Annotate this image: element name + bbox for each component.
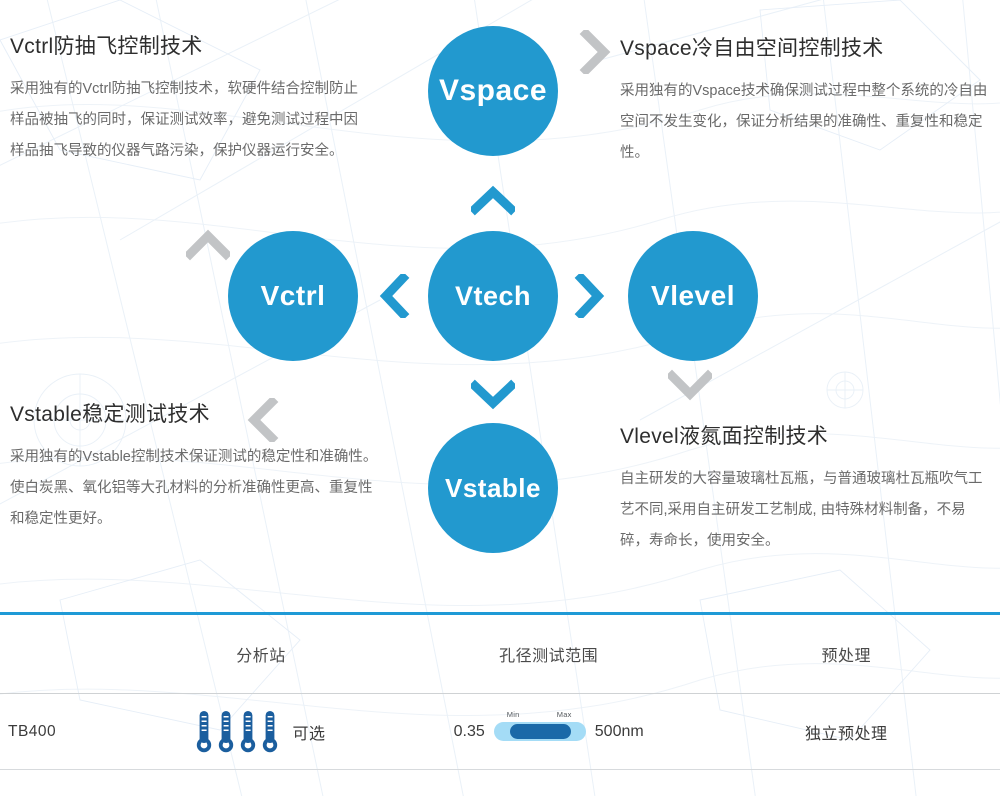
header-label-pretreatment: 预处理	[821, 648, 872, 665]
header-cell-range: 孔径测试范围	[405, 642, 693, 666]
node-circle-vlevel[interactable]: Vlevel	[628, 231, 758, 361]
table-header-row: 分析站 孔径测试范围 预处理	[0, 615, 1000, 693]
header-label-station: 分析站	[236, 648, 286, 665]
range-max-value: 500nm	[594, 722, 644, 740]
header-cell-pretreatment: 预处理	[693, 642, 1000, 666]
specification-table: 分析站 孔径测试范围 预处理 TB400	[0, 612, 1000, 770]
thermometer-icon-group	[196, 709, 278, 754]
cell-pretreatment: 独立预处理	[693, 720, 1000, 744]
cell-model: TB400	[0, 723, 117, 741]
feature-title-vstable: Vstable稳定测试技术	[10, 403, 210, 426]
feature-title-vctrl: Vctrl防抽飞控制技术	[10, 35, 203, 58]
header-cell-station: 分析站	[117, 642, 405, 666]
node-label-vtech: Vtech	[454, 280, 532, 311]
thermometer-icon	[219, 711, 234, 753]
cell-range: 0.35 Min Max 500nm	[405, 710, 693, 741]
technology-diagram: Vctrl防抽飞控制技术 采用独有的Vctrl防抽飞控制技术，软硬件结合控制防止…	[10, 26, 990, 557]
node-label-vstable: Vstable	[445, 473, 541, 503]
thermometer-icon	[263, 711, 278, 753]
header-label-range: 孔径测试范围	[499, 648, 599, 665]
pretreatment-value-label: 独立预处理	[805, 725, 888, 743]
range-min-value: 0.35	[453, 722, 485, 740]
node-circle-vctrl[interactable]: Vctrl	[228, 231, 358, 361]
feature-title-vlevel: Vlevel液氮面控制技术	[620, 425, 829, 448]
node-circle-vtech[interactable]: Vtech	[428, 231, 558, 361]
node-label-vctrl: Vctrl	[260, 280, 326, 311]
feature-block-vctrl: Vctrl防抽飞控制技术 采用独有的Vctrl防抽飞控制技术，软硬件结合控制防止…	[10, 30, 360, 167]
feature-block-vspace: Vspace冷自由空间控制技术 采用独有的Vspace技术确保测试过程中整个系统…	[620, 32, 988, 169]
feature-body-vctrl: 采用独有的Vctrl防抽飞控制技术，软硬件结合控制防止样品被抽飞的同时，保证测试…	[10, 81, 358, 159]
table-row: TB400	[0, 694, 1000, 769]
feature-block-vlevel: Vlevel液氮面控制技术 自主研发的大容量玻璃杜瓦瓶，与普通玻璃杜瓦瓶吹气工艺…	[620, 420, 990, 557]
node-label-vlevel: Vlevel	[651, 280, 735, 311]
cell-station: 可选	[117, 709, 405, 754]
slider-min-label: Min	[506, 710, 520, 719]
node-circle-vspace[interactable]: Vspace	[428, 26, 558, 156]
feature-body-vstable: 采用独有的Vstable控制技术保证测试的稳定性和准确性。使白炭黑、氧化铝等大孔…	[10, 449, 378, 527]
slider-fill-bar[interactable]	[509, 724, 571, 739]
station-optional-label: 可选	[292, 725, 326, 743]
pore-size-range-control: 0.35 Min Max 500nm	[453, 710, 644, 741]
table-bottom-rule	[0, 769, 1000, 770]
range-slider[interactable]: Min Max	[493, 710, 586, 741]
node-circle-vstable[interactable]: Vstable	[428, 423, 558, 553]
model-name-label: TB400	[8, 722, 57, 740]
thermometer-icon	[241, 711, 256, 753]
slider-max-label: Max	[556, 710, 572, 719]
feature-body-vspace: 采用独有的Vspace技术确保测试过程中整个系统的冷自由空间不发生变化，保证分析…	[620, 83, 988, 161]
feature-block-vstable: Vstable稳定测试技术 采用独有的Vstable控制技术保证测试的稳定性和准…	[10, 398, 382, 535]
thermometer-icon	[197, 711, 212, 753]
feature-body-vlevel: 自主研发的大容量玻璃杜瓦瓶，与普通玻璃杜瓦瓶吹气工艺不同,采用自主研发工艺制成,…	[620, 471, 983, 549]
feature-title-vspace: Vspace冷自由空间控制技术	[620, 37, 884, 60]
node-label-vspace: Vspace	[438, 74, 548, 107]
